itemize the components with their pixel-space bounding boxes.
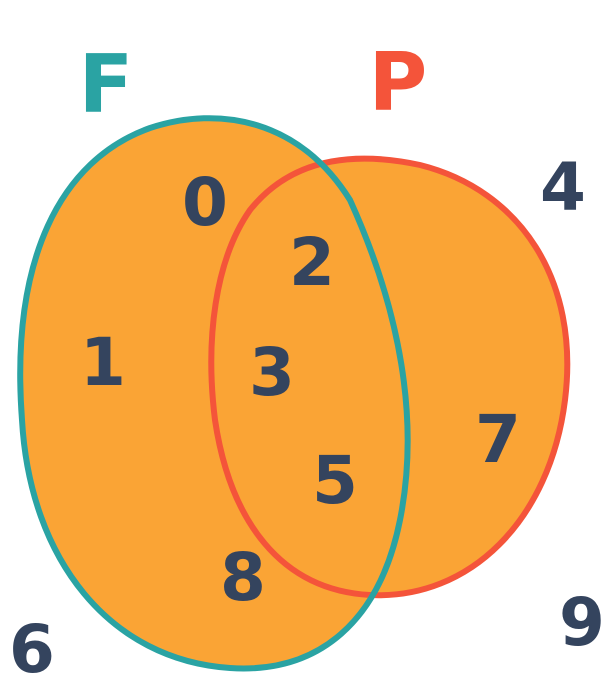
element-f-only: 8 [220, 539, 266, 616]
set-f-outline [17, 115, 411, 672]
set-f-label: F [79, 38, 134, 131]
element-f-only: 0 [182, 164, 228, 241]
element-both: 5 [312, 442, 358, 519]
element-outside: 4 [540, 149, 586, 226]
element-both: 2 [289, 224, 335, 301]
element-outside: 6 [9, 611, 55, 688]
element-p-only: 7 [475, 401, 521, 478]
element-f-only: 1 [80, 324, 126, 401]
set-p-label: P [369, 36, 428, 129]
element-both: 3 [249, 334, 295, 411]
set-p-fill [211, 158, 568, 596]
set-p-outline [208, 155, 571, 599]
element-outside: 9 [559, 584, 605, 661]
